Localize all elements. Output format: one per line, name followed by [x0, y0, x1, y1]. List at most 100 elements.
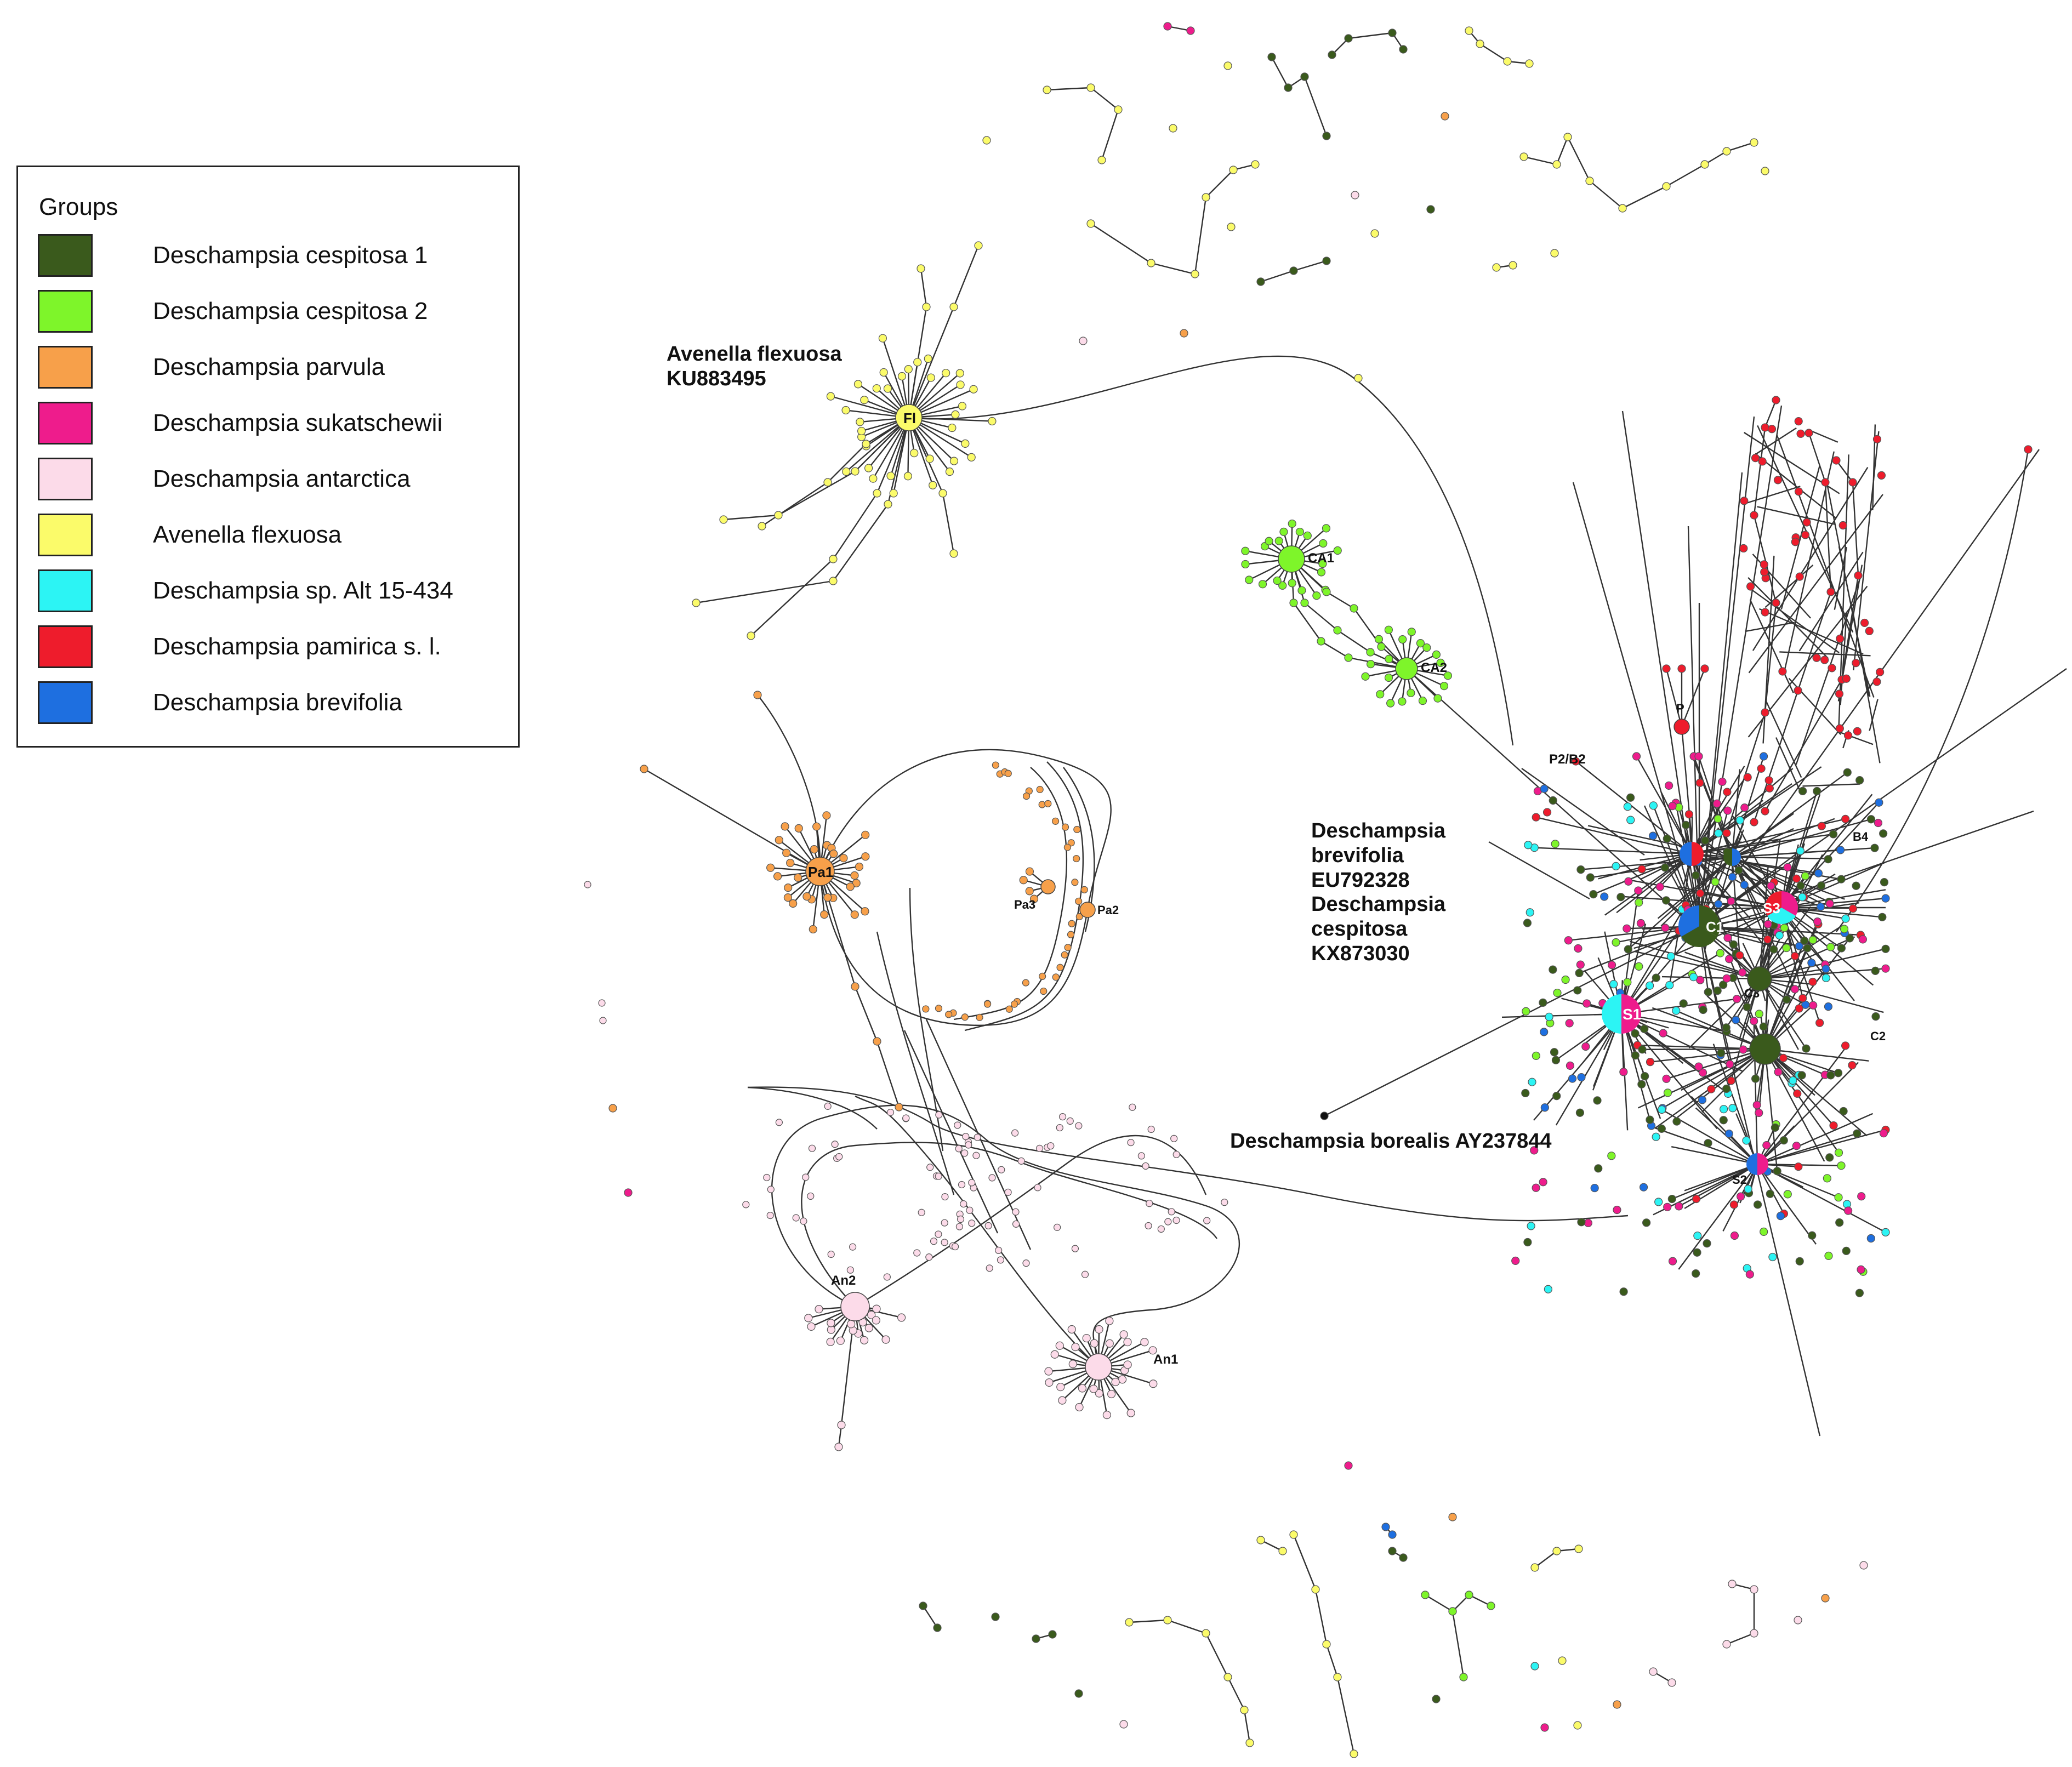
- haplotype-node: [922, 1005, 930, 1013]
- haplotype-node: [1075, 1122, 1083, 1130]
- haplotype-node: [1586, 873, 1595, 882]
- haplotype-node: [831, 1141, 839, 1148]
- haplotype-node: [1564, 936, 1573, 945]
- haplotype-node: [783, 893, 793, 902]
- haplotype-node: [1613, 1205, 1621, 1215]
- haplotype-node: [1728, 873, 1737, 881]
- haplotype-node: [1666, 952, 1675, 961]
- fragment-edge: [1479, 43, 1508, 62]
- haplotype-node: [1876, 668, 1885, 676]
- haplotype-node: [1798, 786, 1807, 795]
- haplotype-node: [1694, 752, 1703, 761]
- haplotype-node: [1662, 664, 1671, 673]
- haplotype-node: [1333, 546, 1342, 555]
- haplotype-node: [2024, 445, 2033, 454]
- network-edge: [855, 1095, 1099, 1367]
- network-edge: [1698, 926, 1821, 1437]
- haplotype-node: [1727, 897, 1735, 905]
- haplotype-node: [1081, 1270, 1089, 1278]
- haplotype-node: [1317, 637, 1325, 646]
- haplotype-node: [918, 1209, 925, 1216]
- haplotype-node: [826, 392, 835, 401]
- haplotype-node: [1635, 962, 1643, 971]
- haplotype-node: [800, 1217, 807, 1225]
- haplotype-node: [1646, 981, 1654, 990]
- haplotype-node: [1012, 1220, 1020, 1228]
- haplotype-node: [1005, 1005, 1013, 1013]
- haplotype-node: [1735, 816, 1744, 825]
- haplotype-node: [972, 1152, 980, 1159]
- haplotype-node: [1549, 965, 1557, 974]
- haplotype-node: [1759, 752, 1768, 761]
- haplotype-node: [1692, 1194, 1701, 1204]
- network-edge: [1732, 818, 1835, 858]
- haplotype-node: [1532, 1183, 1540, 1192]
- network-edge: [942, 493, 955, 554]
- haplotype-node: [1114, 105, 1123, 114]
- network-edge: [1757, 1133, 1858, 1165]
- network-edge: [1780, 464, 1821, 610]
- haplotype-node: [1388, 1530, 1397, 1539]
- haplotype-node: [1668, 1257, 1677, 1266]
- haplotype-node: [1701, 836, 1710, 845]
- haplotype-node: [929, 481, 937, 489]
- haplotype-node: [1164, 1218, 1172, 1226]
- fragment-node: [1761, 167, 1769, 175]
- network-edge: [1838, 454, 1849, 727]
- haplotype-node: [1722, 829, 1731, 837]
- legend-title: Groups: [39, 193, 118, 220]
- network-edge: [1676, 1010, 1766, 1050]
- hub-node-ca2: CA2: [1395, 657, 1447, 680]
- haplotype-node: [1619, 1287, 1628, 1296]
- haplotype-node: [955, 369, 964, 378]
- network-edge: [827, 443, 867, 483]
- haplotype-node: [988, 417, 997, 426]
- haplotype-node: [1636, 919, 1646, 928]
- fragment-edge: [922, 1605, 938, 1628]
- network-edge: [1781, 907, 1855, 1001]
- fragment-node: [1119, 1720, 1128, 1729]
- fragment-edge: [1271, 56, 1289, 88]
- haplotype-node: [1808, 936, 1817, 944]
- haplotype-node: [1574, 944, 1583, 953]
- haplotype-node: [1655, 882, 1664, 891]
- haplotype-node: [1149, 1380, 1158, 1388]
- haplotype-node: [1303, 531, 1312, 540]
- network-edge: [1337, 630, 1371, 653]
- fragment-node: [991, 1612, 1000, 1621]
- haplotype-node: [1642, 1218, 1651, 1227]
- haplotype-node: [834, 1443, 843, 1451]
- haplotype-node: [1837, 1161, 1846, 1170]
- haplotype-node: [1657, 1124, 1666, 1133]
- haplotype-node: [1780, 924, 1789, 932]
- network-edge: [1753, 690, 1799, 823]
- haplotype-node: [1761, 608, 1769, 617]
- fragment-edge: [1129, 1619, 1168, 1623]
- haplotype-node: [1660, 863, 1670, 872]
- haplotype-node: [827, 1319, 835, 1327]
- haplotype-node: [1626, 793, 1635, 802]
- haplotype-node: [895, 1103, 903, 1112]
- haplotype-node: [1075, 1403, 1084, 1412]
- haplotype-node: [1817, 822, 1826, 830]
- network-edge: [1678, 1164, 1758, 1270]
- haplotype-node: [1577, 1073, 1586, 1082]
- network-edge: [1764, 1048, 1834, 1126]
- haplotype-node: [1540, 1103, 1549, 1112]
- fragment-edge: [1425, 1594, 1453, 1612]
- network-edge: [1488, 841, 1590, 900]
- haplotype-node: [1322, 1640, 1331, 1649]
- haplotype-node: [1265, 537, 1273, 545]
- haplotype-node: [1583, 999, 1591, 1008]
- network-edge: [1670, 907, 1782, 957]
- haplotype-node: [1738, 968, 1747, 977]
- network-edge: [1593, 853, 1692, 895]
- haplotype-node: [984, 1222, 992, 1230]
- network-edge: [909, 887, 944, 1152]
- haplotype-node: [1170, 1135, 1178, 1142]
- haplotype-node: [1821, 478, 1830, 487]
- haplotype-node: [878, 334, 887, 343]
- haplotype-node: [1297, 586, 1306, 595]
- haplotype-node: [917, 264, 925, 273]
- haplotype-node: [1791, 538, 1800, 546]
